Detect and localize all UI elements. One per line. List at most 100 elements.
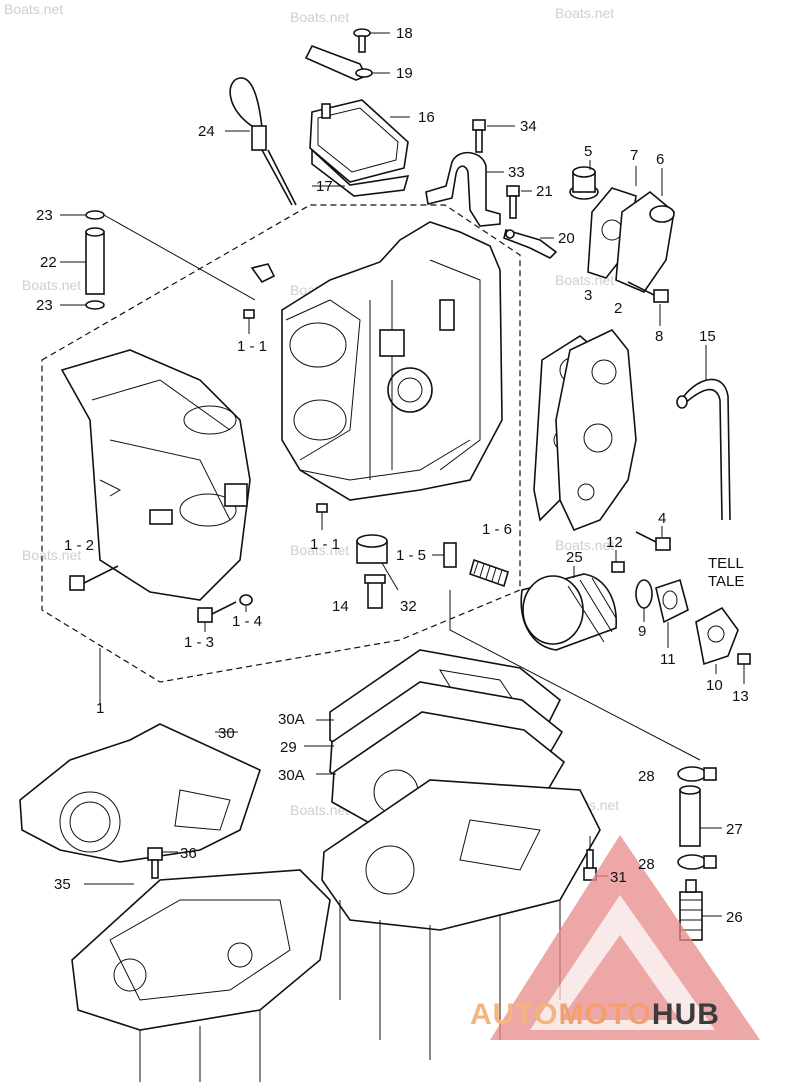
bolt-8 [627,281,669,326]
bolt-18 [353,28,390,53]
crankcase [60,349,251,601]
callout-15: 15 [699,328,716,345]
watermark: Boats.net [555,5,614,21]
bolt-12 [611,550,625,573]
callout-5: 5 [584,143,592,160]
callout-1-1: 1 - 1 [310,536,340,553]
callout-9: 9 [638,623,646,640]
callout-32: 32 [400,598,417,615]
callout-24: 24 [198,123,215,140]
bolt-4 [635,526,671,551]
callout-12: 12 [606,534,623,551]
dowel-pin-1-1-top [243,309,255,334]
callout-28: 28 [638,856,655,873]
clamp-28-lower [677,854,717,870]
callout-3: 3 [584,287,592,304]
callout-25: 25 [566,549,583,566]
callout-17: 17 [316,178,333,195]
watermark: Boats.net [555,537,614,553]
watermark: Boats.net [290,9,349,25]
callout-23: 23 [36,207,53,224]
callout-20: 20 [558,230,575,247]
pin-1-5 [432,542,457,568]
strap-19 [304,44,390,81]
callout-18: 18 [396,25,413,42]
adapter-plate [321,779,601,1060]
cylinder-block [281,221,503,501]
callout-27: 27 [726,821,743,838]
hose-15 [676,345,731,521]
callout-31: 31 [610,869,627,886]
brand-part-moto: MOTO [558,998,652,1031]
brand-logo-text: AUTOMOTOHUB [470,998,800,1038]
dipstick-24 [225,77,297,206]
thermostat-5 [569,160,599,200]
callout-26: 26 [726,909,743,926]
bolt-21 [506,185,532,219]
callout-13: 13 [732,688,749,705]
callout-11: 11 [660,651,676,668]
bolt-1-3 [197,601,237,632]
tell-tale-label-2: TALE [708,573,744,590]
washer-1-4 [239,594,253,612]
callout-35: 35 [54,876,71,893]
callout-8: 8 [655,328,663,345]
sensor-14 [364,574,386,609]
brand-part-auto: AUTO [470,998,559,1031]
collar-32 [356,534,399,591]
gasket-9 [635,579,653,622]
bolt-1-2 [69,565,119,591]
callout-36: 36 [180,845,197,862]
callout-1-4: 1 - 4 [232,613,262,630]
tell-tale-label-1: TELL [708,555,744,572]
spring-1-6 [469,558,509,588]
thermostat-cover-6 [615,168,675,293]
gasket-30 [19,723,261,863]
callout-30: 30 [218,725,235,742]
tube-22 [60,210,256,310]
watermark: Boats.net [4,1,63,17]
callout-14: 14 [332,598,349,615]
watermark: Boats.net [290,802,349,818]
clamp-28-upper [677,766,717,782]
callout-1-3: 1 - 3 [184,634,214,651]
callout-19: 19 [396,65,413,82]
hose-27 [679,785,722,847]
callout-6: 6 [656,151,664,168]
dowel-pin-1-1-bottom [316,503,328,530]
callout-30a: 30A [278,711,305,728]
callout-34: 34 [520,118,537,135]
callout-1: 1 [96,700,104,717]
callout-29: 29 [280,739,297,756]
callout-7: 7 [630,147,638,164]
callout-1-1: 1 - 1 [237,338,267,355]
bolt-36 [147,847,178,879]
brand-part-hub: HUB [651,998,720,1031]
callout-28: 28 [638,768,655,785]
watermark: Boats.net [290,542,349,558]
callout-10: 10 [706,677,723,694]
callout-4: 4 [658,510,666,527]
clip-20 [503,228,558,259]
assembly-outline [41,204,521,683]
bracket-10 [695,606,739,674]
callout-1-5: 1 - 5 [396,547,426,564]
fitting [250,263,276,284]
callout-1-2: 1 - 2 [64,537,94,554]
strainer-26 [679,879,722,941]
plate-11 [655,578,689,648]
callout-2: 2 [614,300,622,317]
leader-line [449,590,701,761]
callout-23: 23 [36,297,53,314]
watermark: Boats.net [22,277,81,293]
bolt-34 [472,119,515,153]
callout-22: 22 [40,254,57,271]
callout-21: 21 [536,183,553,200]
logo-triangle [490,835,760,1040]
oil-pan-35 [71,869,331,1082]
callout-30a: 30A [278,767,305,784]
callout-33: 33 [508,164,525,181]
oil-filter-25 [520,566,617,651]
bracket-33 [425,151,504,227]
